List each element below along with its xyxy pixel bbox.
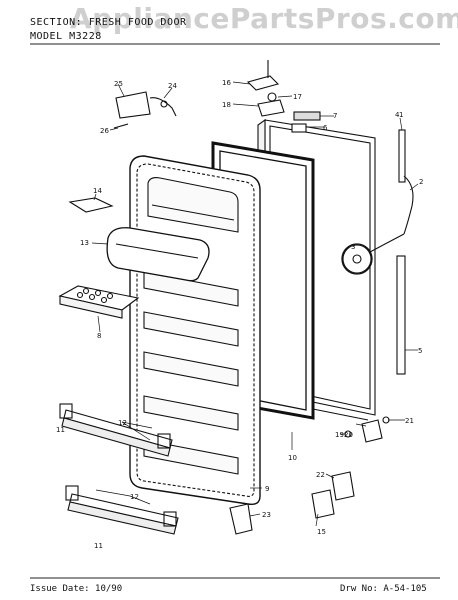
watermark: AppliancePartsPros.com — [70, 2, 458, 35]
drawing-number: Drw No: A-54-105 — [340, 584, 427, 594]
door-rack-lower — [65, 485, 179, 535]
callout-25: 25 — [114, 80, 123, 88]
callout-14: 14 — [93, 187, 102, 195]
drw-no-value: A-54-105 — [383, 584, 427, 594]
butter-cover — [68, 197, 114, 213]
callout-11a: 11 — [56, 426, 65, 434]
callout-21: 21 — [405, 417, 414, 425]
callout-labels: 1 2 3 4 5 6 7 8 9 10 11 11 12 12 13 14 1… — [56, 79, 423, 550]
issue-date-label: Issue Date: — [30, 584, 90, 594]
lower-hinge-parts — [229, 416, 390, 535]
callout-8: 8 — [97, 332, 101, 340]
door-rack-upper — [59, 403, 173, 457]
egg-tray — [58, 285, 140, 319]
callout-6: 6 — [323, 124, 328, 132]
callout-13: 13 — [80, 239, 89, 247]
issue-date: Issue Date: 10/90 — [30, 584, 122, 594]
callout-2: 2 — [419, 178, 423, 186]
section-value: FRESH FOOD DOOR — [88, 17, 187, 28]
callout-4: 4 — [395, 111, 400, 119]
drw-no-label: Drw No: — [340, 584, 378, 594]
callout-20: 20 — [344, 431, 353, 439]
callout-5: 5 — [418, 347, 422, 355]
callout-10: 10 — [288, 454, 297, 462]
callout-19: 19 — [335, 431, 344, 439]
callout-1: 1 — [399, 111, 403, 119]
model-value: M3228 — [69, 31, 102, 42]
callout-22: 22 — [316, 471, 325, 479]
top-hinge-parts — [246, 60, 321, 133]
model-header: MODEL M3228 — [30, 31, 102, 42]
handle-bracket-parts — [113, 91, 177, 129]
callout-11b: 11 — [94, 542, 103, 550]
callout-16: 16 — [222, 79, 231, 87]
inner-door-liner — [129, 155, 261, 506]
callout-12b: 12 — [130, 493, 139, 501]
model-label: MODEL — [30, 31, 63, 42]
callout-12a: 12 — [118, 419, 127, 427]
callout-7: 7 — [333, 112, 337, 120]
callout-17: 17 — [293, 93, 302, 101]
issue-date-value: 10/90 — [95, 584, 123, 594]
callout-24: 24 — [168, 82, 177, 90]
section-header: SECTION: FRESH FOOD DOOR — [30, 17, 187, 28]
hinge-pin-assembly — [342, 129, 414, 375]
callout-23: 23 — [262, 511, 271, 519]
callout-18: 18 — [222, 101, 231, 109]
callout-3: 3 — [351, 243, 355, 251]
callout-9: 9 — [265, 485, 269, 493]
section-label: SECTION: — [30, 17, 83, 28]
detail-circle — [341, 243, 373, 275]
callout-15: 15 — [317, 528, 326, 536]
dairy-door — [106, 227, 210, 282]
leader-lines — [91, 81, 419, 527]
callout-26: 26 — [100, 127, 109, 135]
